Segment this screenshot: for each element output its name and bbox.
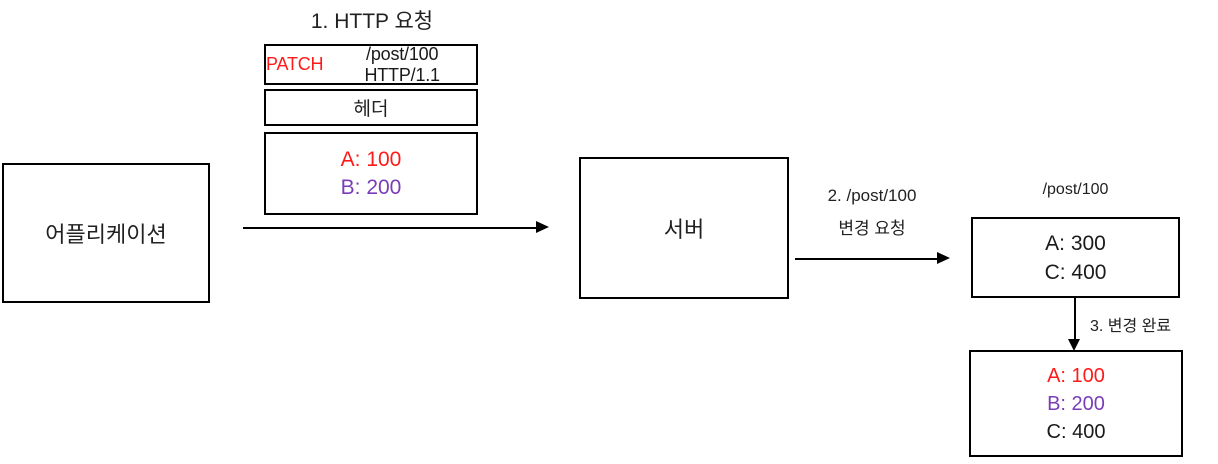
before-field-c: C: 400 xyxy=(1044,260,1107,284)
server-label: 서버 xyxy=(663,217,705,242)
after-field-b: B: 200 xyxy=(1047,392,1105,415)
change-request-arrow-shaft xyxy=(795,258,937,260)
application-label: 어플리케이션 xyxy=(45,222,167,247)
http-header-label: 헤더 xyxy=(353,99,389,120)
request-arrowhead-icon xyxy=(536,221,549,233)
step1-http-request-title: 1. HTTP 요청 xyxy=(310,10,434,33)
resource-before-box: A: 300 C: 400 xyxy=(971,217,1180,298)
body-field-a: A: 100 xyxy=(340,147,402,171)
change-complete-arrow-shaft xyxy=(1074,298,1076,339)
before-field-a: A: 300 xyxy=(1045,231,1106,255)
http-method-label: PATCH xyxy=(266,54,324,74)
server-box: 서버 xyxy=(579,157,789,299)
step3-change-complete-label: 3. 변경 완료 xyxy=(1090,318,1172,335)
resource-path-label: /post/100 xyxy=(1042,181,1109,198)
resource-after-box: A: 100 B: 200 C: 400 xyxy=(969,350,1183,457)
change-request-arrowhead-icon xyxy=(937,252,950,264)
step2-change-request-label: 2. /post/100 변경 요청 xyxy=(796,186,948,239)
step2-action-label: 변경 요청 xyxy=(838,219,906,238)
http-request-target-label: /post/100 HTTP/1.1 xyxy=(364,43,440,85)
after-field-a: A: 100 xyxy=(1047,364,1105,387)
http-header-box: 헤더 xyxy=(264,89,478,126)
request-arrow-shaft xyxy=(243,227,536,229)
application-box: 어플리케이션 xyxy=(2,163,210,303)
after-field-c: C: 400 xyxy=(1046,420,1106,443)
http-body-box: A: 100 B: 200 xyxy=(264,132,478,215)
body-field-b: B: 200 xyxy=(340,175,402,199)
step2-path-label: 2. /post/100 xyxy=(827,186,917,205)
change-complete-arrowhead-icon xyxy=(1068,339,1080,351)
http-request-line-box: PATCH /post/100 HTTP/1.1 xyxy=(264,44,478,85)
